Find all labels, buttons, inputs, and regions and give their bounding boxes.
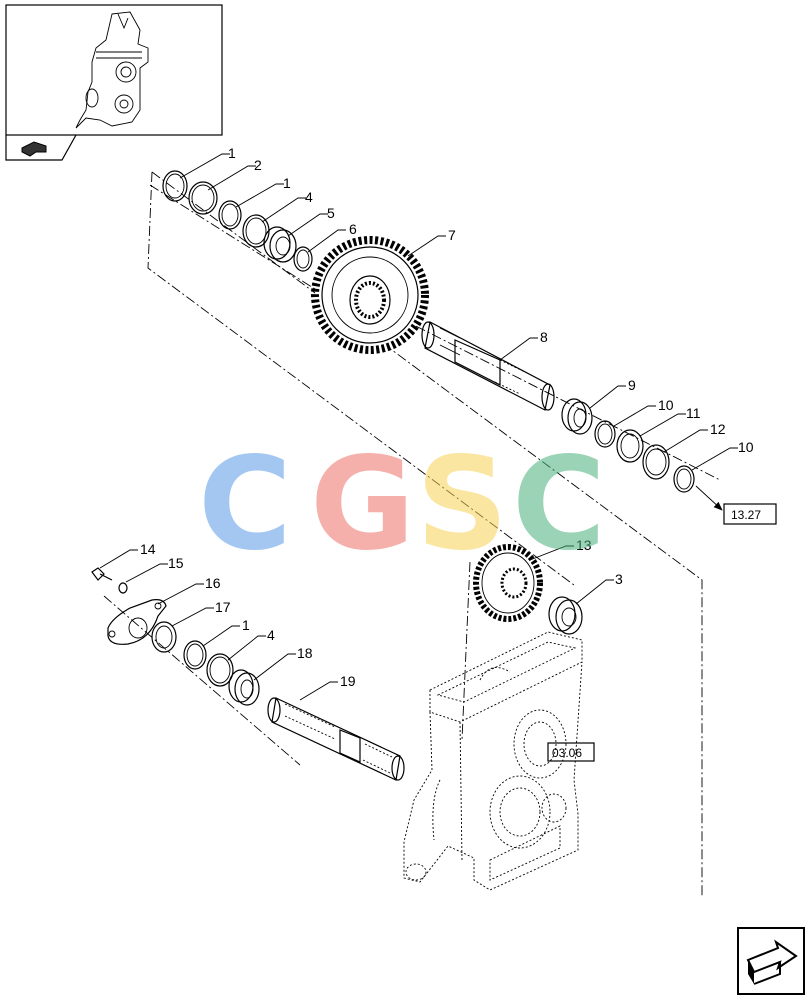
- watermark-letter-g: G: [310, 430, 415, 579]
- assembly-thumbnail-icon[interactable]: [5, 4, 223, 161]
- callout-7: 7: [448, 227, 456, 243]
- callout-5: 5: [327, 205, 335, 221]
- callout-2: 2: [254, 157, 262, 173]
- part-spacer-6[interactable]: [293, 246, 313, 272]
- callout-10a: 10: [658, 397, 674, 413]
- reference-03-06[interactable]: 03.06: [547, 742, 595, 762]
- cgsc-watermark: C G S C: [198, 430, 606, 579]
- part-shaft-8[interactable]: [421, 321, 555, 411]
- part-bearing-5[interactable]: [263, 226, 297, 263]
- watermark-letter-c1: C: [198, 430, 292, 579]
- part-ring-2[interactable]: [188, 181, 218, 215]
- callout-19: 19: [340, 673, 356, 689]
- part-cover-16[interactable]: [107, 599, 167, 645]
- callout-13: 13: [576, 537, 592, 553]
- part-gear-13[interactable]: [473, 544, 543, 622]
- callout-labels: 1 2 1 4 5 6 7 8 9 10 11 12 10 13 3 14 15…: [140, 145, 754, 689]
- callout-17: 17: [215, 599, 231, 615]
- part-snap-ring-10a[interactable]: [594, 420, 616, 448]
- next-page-arrow-icon[interactable]: [737, 927, 805, 995]
- part-bearing-3[interactable]: [548, 596, 583, 635]
- callout-16: 16: [205, 575, 221, 591]
- callout-1b: 1: [283, 175, 291, 191]
- watermark-letter-c2: C: [512, 430, 606, 579]
- callout-15: 15: [168, 555, 184, 571]
- part-ring-12[interactable]: [642, 444, 670, 480]
- assembly-boundary-lines: [103, 171, 721, 898]
- reference-13-27-label: 13.27: [731, 508, 761, 522]
- housing-phantom-outline: [403, 631, 583, 891]
- callout-9: 9: [628, 377, 636, 393]
- part-gear-7[interactable]: [311, 236, 429, 354]
- callout-10b: 10: [738, 439, 754, 455]
- part-snap-ring-10b[interactable]: [673, 465, 695, 493]
- watermark-letter-s: S: [416, 430, 508, 579]
- part-shaft-19[interactable]: [267, 697, 405, 781]
- callout-4b: 4: [267, 627, 275, 643]
- callout-1a: 1: [228, 145, 236, 161]
- part-ring-4b[interactable]: [206, 653, 234, 687]
- part-bearing-9[interactable]: [561, 398, 593, 435]
- reference-13-27[interactable]: 13.27: [695, 485, 777, 525]
- callout-6: 6: [349, 221, 357, 237]
- callout-4a: 4: [305, 189, 313, 205]
- part-seal-17[interactable]: [151, 621, 177, 653]
- reference-03-06-label: 03.06: [552, 746, 582, 760]
- callout-1c: 1: [242, 617, 250, 633]
- part-snap-ring-1b[interactable]: [218, 200, 242, 230]
- part-washer-15[interactable]: [118, 582, 128, 594]
- callout-12: 12: [710, 421, 726, 437]
- callout-11: 11: [686, 405, 701, 421]
- part-snap-ring-1c[interactable]: [183, 640, 207, 670]
- part-bearing-18[interactable]: [228, 669, 260, 706]
- part-ring-11[interactable]: [616, 429, 644, 463]
- callout-14: 14: [140, 541, 156, 557]
- callout-8: 8: [540, 329, 548, 345]
- callout-18: 18: [297, 645, 313, 661]
- part-bolt-14[interactable]: [91, 567, 113, 581]
- callout-3: 3: [615, 571, 623, 587]
- callout-leaders: [99, 153, 738, 701]
- part-snap-ring-1a[interactable]: [162, 170, 188, 202]
